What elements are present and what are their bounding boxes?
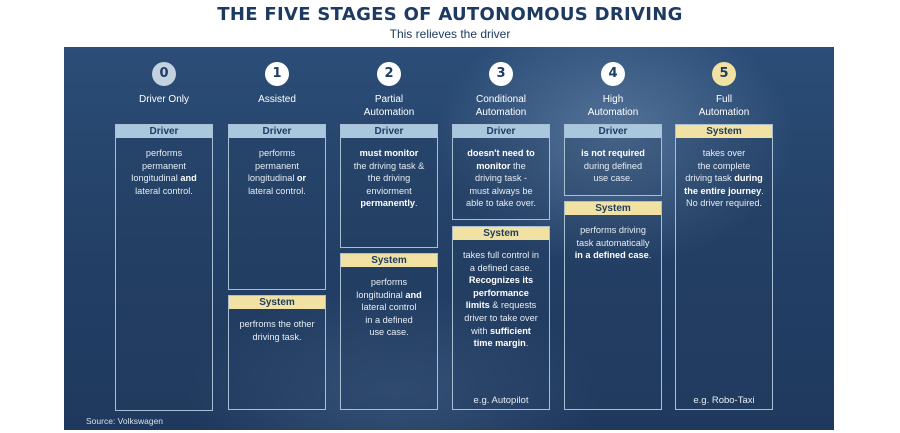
- driver-header: Driver: [229, 125, 325, 138]
- driver-header: Driver: [341, 125, 437, 138]
- example-note: e.g. Autopilot: [473, 395, 529, 406]
- system-header: System: [676, 125, 772, 138]
- level-3-badge: 3: [489, 62, 513, 86]
- level-1-label: Assisted: [258, 94, 296, 105]
- level-5-label: Automation: [698, 107, 750, 118]
- level-1-badge: 1: [265, 62, 289, 86]
- source-note: Source: Volkswagen: [86, 416, 164, 426]
- level-4-label: High: [602, 94, 624, 105]
- page-title: THE FIVE STAGES OF AUTONOMOUS DRIVING: [217, 4, 683, 25]
- level-4-badge: 4: [601, 62, 625, 86]
- level-2-label: Partial: [374, 94, 404, 105]
- driver-header: Driver: [116, 125, 212, 138]
- system-header: System: [453, 227, 549, 240]
- system-header: System: [229, 296, 325, 309]
- level-3-label: Automation: [475, 107, 527, 118]
- system-header: System: [341, 254, 437, 267]
- system-header: System: [565, 202, 661, 215]
- level-4-label: Automation: [587, 107, 639, 118]
- level-2-badge: 2: [377, 62, 401, 86]
- level-5-badge: 5: [712, 62, 736, 86]
- level-0-badge: 0: [152, 62, 176, 86]
- level-2-label: Automation: [363, 107, 415, 118]
- level-3-label: Conditional: [475, 94, 527, 105]
- level-0-label: Driver Only: [138, 94, 189, 105]
- page-subtitle: This relieves the driver: [389, 27, 511, 41]
- level-5-label: Full: [715, 94, 733, 105]
- example-note: e.g. Robo-Taxi: [693, 395, 755, 406]
- driver-header: Driver: [565, 125, 661, 138]
- driver-header: Driver: [453, 125, 549, 138]
